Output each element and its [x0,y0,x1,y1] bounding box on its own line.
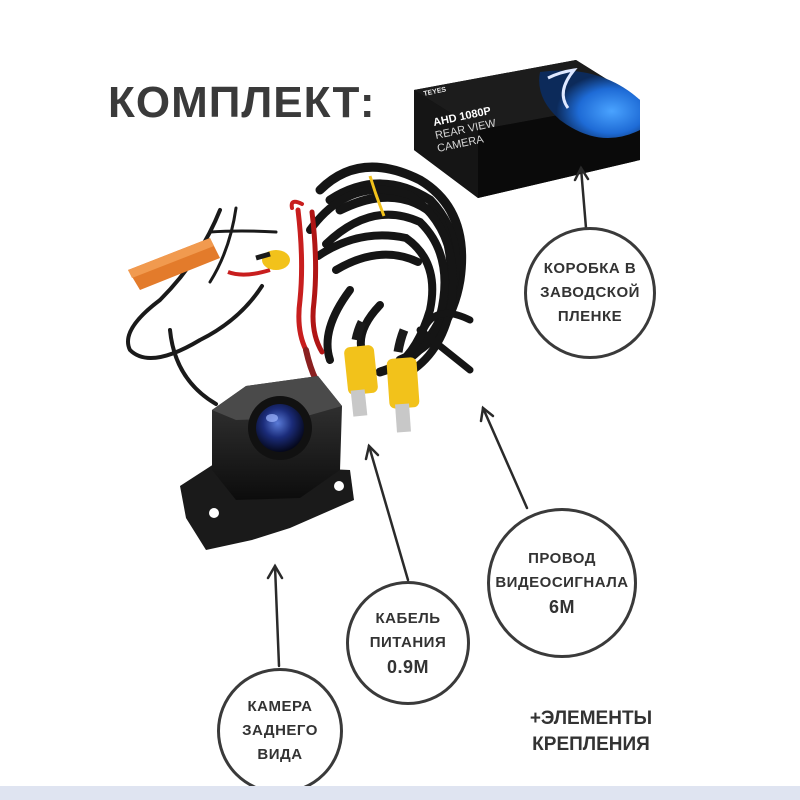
rear-camera [180,376,354,550]
kit-heading: КОМПЛЕКТ: [108,78,376,127]
camera-lens-icon [256,404,304,452]
red-lead [227,268,271,277]
callout-box: КОРОБКА В ЗАВОДСКОЙ ПЛЕНКЕ [524,227,656,359]
callout-camera: КАМЕРА ЗАДНЕГО ВИДА [217,668,343,794]
arrow-to-video-cable [479,405,529,510]
arrow-to-box [573,165,590,230]
arrow-to-power-cable [364,443,410,582]
arrow-to-camera [266,563,284,668]
orange-heat-shrink [128,238,220,290]
pointer-arrows [266,165,590,668]
callout-video-cable: ПРОВОД ВИДЕОСИГНАЛА 6М [487,508,637,658]
yellow-strand [368,175,386,217]
retail-box: TEYES AHD 1080P REAR VIEW CAMERA [414,60,640,198]
callout-power-cable: КАБЕЛЬ ПИТАНИЯ 0.9М [346,581,470,705]
bottom-strip [0,786,800,800]
rca-connectors [255,250,420,433]
thin-wire [126,206,278,406]
box-brand-text: TEYES [423,86,447,98]
mounting-elements-note: +ЭЛЕМЕНТЫ КРЕПЛЕНИЯ [529,708,653,755]
video-cable-coil [306,162,474,377]
